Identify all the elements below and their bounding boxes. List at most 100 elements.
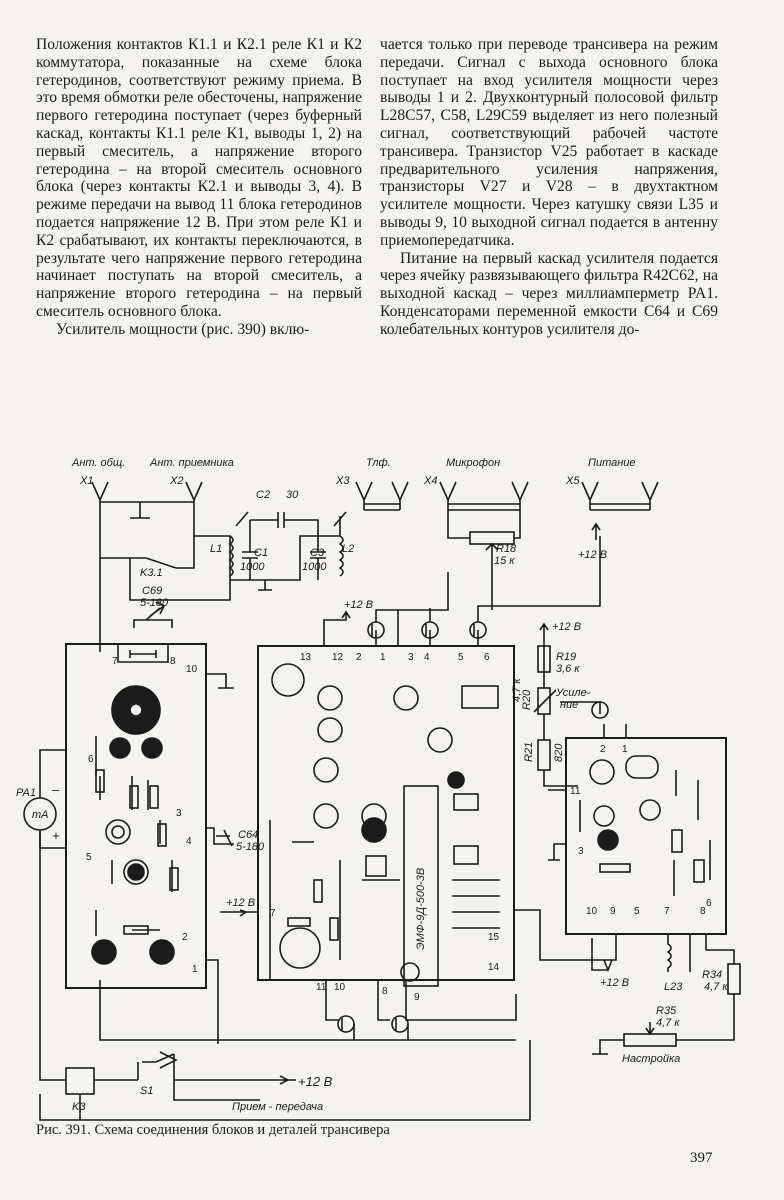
svg-text:9: 9	[414, 992, 420, 1003]
connector-x3: X3 Тлф.	[335, 457, 409, 511]
svg-text:PA1: PA1	[16, 787, 36, 799]
svg-text:1000: 1000	[240, 561, 265, 573]
input-filter: C2 30 L1 L2 C1 1000 C3 1000	[193, 489, 354, 591]
svg-text:+12 В: +12 В	[600, 977, 629, 989]
svg-text:7: 7	[664, 906, 670, 917]
svg-text:11: 11	[316, 982, 327, 993]
svg-text:C64: C64	[238, 829, 258, 841]
svg-text:10: 10	[586, 906, 598, 917]
svg-text:6: 6	[706, 898, 712, 909]
svg-text:X3: X3	[335, 475, 350, 487]
paragraph: чается только при переводе трансивера на…	[380, 36, 718, 249]
potentiometer-r18: R18 15 к	[447, 531, 521, 610]
svg-text:5-180: 5-180	[140, 597, 169, 609]
power-amplifier-block: C69 5-180 7 8 10 6 5 3 4 2 1 C64 5-180	[46, 585, 265, 989]
svg-text:2: 2	[356, 652, 362, 663]
svg-text:12: 12	[332, 652, 344, 663]
relay-k3-switch-s1: K3 S1 +12 В Прием - передача	[39, 830, 531, 1121]
svg-text:X1: X1	[79, 475, 93, 487]
paragraph: Питание на первый каскад усилителя подае…	[380, 249, 718, 338]
svg-text:5: 5	[634, 906, 640, 917]
svg-text:6: 6	[484, 652, 490, 663]
svg-text:R35: R35	[656, 1005, 677, 1017]
svg-text:2: 2	[600, 744, 606, 755]
svg-text:6: 6	[88, 754, 94, 765]
svg-text:X4: X4	[423, 475, 437, 487]
relay-contact-k31: K3.1	[100, 536, 231, 601]
connector-x1: X1 Ант. общ.	[71, 457, 125, 652]
svg-text:mA: mA	[32, 809, 49, 821]
svg-text:ние: ние	[560, 699, 578, 711]
svg-text:7: 7	[112, 656, 118, 667]
svg-text:L2: L2	[342, 543, 354, 555]
connector-x2: X2 Ант. приемника	[100, 457, 234, 519]
svg-text:820: 820	[553, 743, 565, 762]
svg-text:K3.1: K3.1	[140, 567, 163, 579]
svg-text:8: 8	[170, 656, 176, 667]
svg-text:C3: C3	[310, 547, 325, 559]
svg-text:L23: L23	[664, 981, 683, 993]
svg-text:C69: C69	[142, 585, 162, 597]
svg-text:5: 5	[86, 852, 92, 863]
svg-text:Питание: Питание	[588, 457, 636, 469]
svg-text:Ант. общ.: Ант. общ.	[71, 457, 125, 469]
svg-text:4,7 к: 4,7 к	[511, 678, 523, 702]
potentiometer-r35: R35 4,7 к Настройка	[592, 1005, 680, 1065]
svg-text:4: 4	[186, 836, 192, 847]
svg-text:R18: R18	[496, 543, 517, 555]
left-text-column: Положения контактов К1.1 и К2.1 реле К1 …	[36, 36, 362, 339]
svg-text:Прием - передача: Прием - передача	[232, 1101, 323, 1113]
svg-text:X2: X2	[169, 475, 183, 487]
connector-x5: X5 Питание +12 В	[565, 457, 659, 561]
svg-text:30: 30	[286, 489, 299, 501]
svg-text:15: 15	[488, 932, 500, 943]
svg-text:1000: 1000	[302, 561, 327, 573]
svg-text:C2: C2	[256, 489, 270, 501]
svg-text:9: 9	[610, 906, 616, 917]
svg-text:8: 8	[700, 906, 706, 917]
svg-text:C1: C1	[254, 547, 268, 559]
svg-text:–: –	[51, 782, 60, 797]
svg-text:Настройка: Настройка	[622, 1053, 680, 1065]
svg-text:ЭМФ-9Д-500-3В: ЭМФ-9Д-500-3В	[415, 868, 427, 950]
svg-text:3: 3	[578, 846, 584, 857]
svg-text:15 к: 15 к	[494, 555, 515, 567]
resistors-r19-r21: +12 В R19 3,6 к R20 4,7 к Усиле- ние R21…	[511, 621, 609, 787]
svg-text:R20: R20	[521, 689, 533, 710]
svg-text:+12 В: +12 В	[344, 599, 373, 611]
svg-text:4,7 к: 4,7 к	[656, 1017, 680, 1029]
svg-text:Усиле-: Усиле-	[555, 687, 591, 699]
paragraph: Усилитель мощности (рис. 390) вклю-	[56, 320, 310, 338]
svg-text:14: 14	[488, 962, 500, 973]
heterodyne-block: 2 1 11 3 10 9 5 7 8 6 +12 В L23 R34 4,7 …	[514, 724, 741, 1041]
svg-text:11: 11	[570, 786, 581, 797]
svg-text:+12 В: +12 В	[552, 621, 581, 633]
svg-text:1: 1	[622, 744, 628, 755]
svg-text:5: 5	[458, 652, 464, 663]
svg-text:Тлф.: Тлф.	[366, 457, 391, 469]
svg-text:R21: R21	[523, 742, 535, 762]
svg-text:Ант. приемника: Ант. приемника	[149, 457, 234, 469]
svg-text:10: 10	[334, 982, 346, 993]
svg-text:+12 В: +12 В	[226, 897, 255, 909]
schematic-figure: X1 Ант. общ. X2 Ант. приемника X3 Тлф. X…	[0, 440, 784, 1130]
paragraph: Положения контактов К1.1 и К2.1 реле К1 …	[36, 36, 362, 320]
svg-text:X5: X5	[565, 475, 580, 487]
page-number: 397	[690, 1150, 713, 1166]
svg-text:13: 13	[300, 652, 312, 663]
svg-text:3,6 к: 3,6 к	[556, 663, 580, 675]
svg-text:4: 4	[424, 652, 430, 663]
svg-text:R34: R34	[702, 969, 722, 981]
svg-text:+: +	[52, 828, 60, 843]
svg-text:8: 8	[382, 986, 388, 997]
svg-text:R19: R19	[556, 651, 576, 663]
svg-text:1: 1	[380, 652, 386, 663]
svg-text:4,7 к: 4,7 к	[704, 981, 728, 993]
svg-text:3: 3	[176, 808, 182, 819]
svg-text:3: 3	[408, 652, 414, 663]
connector-x4: X4 Микрофон	[423, 457, 529, 532]
svg-text:2: 2	[182, 932, 188, 943]
svg-text:Микрофон: Микрофон	[446, 457, 500, 469]
main-block: +12 В 13 12 2 1 3 4 5 6 ЭМФ-9Д-500-3В	[220, 536, 601, 1040]
svg-text:1: 1	[192, 964, 198, 975]
